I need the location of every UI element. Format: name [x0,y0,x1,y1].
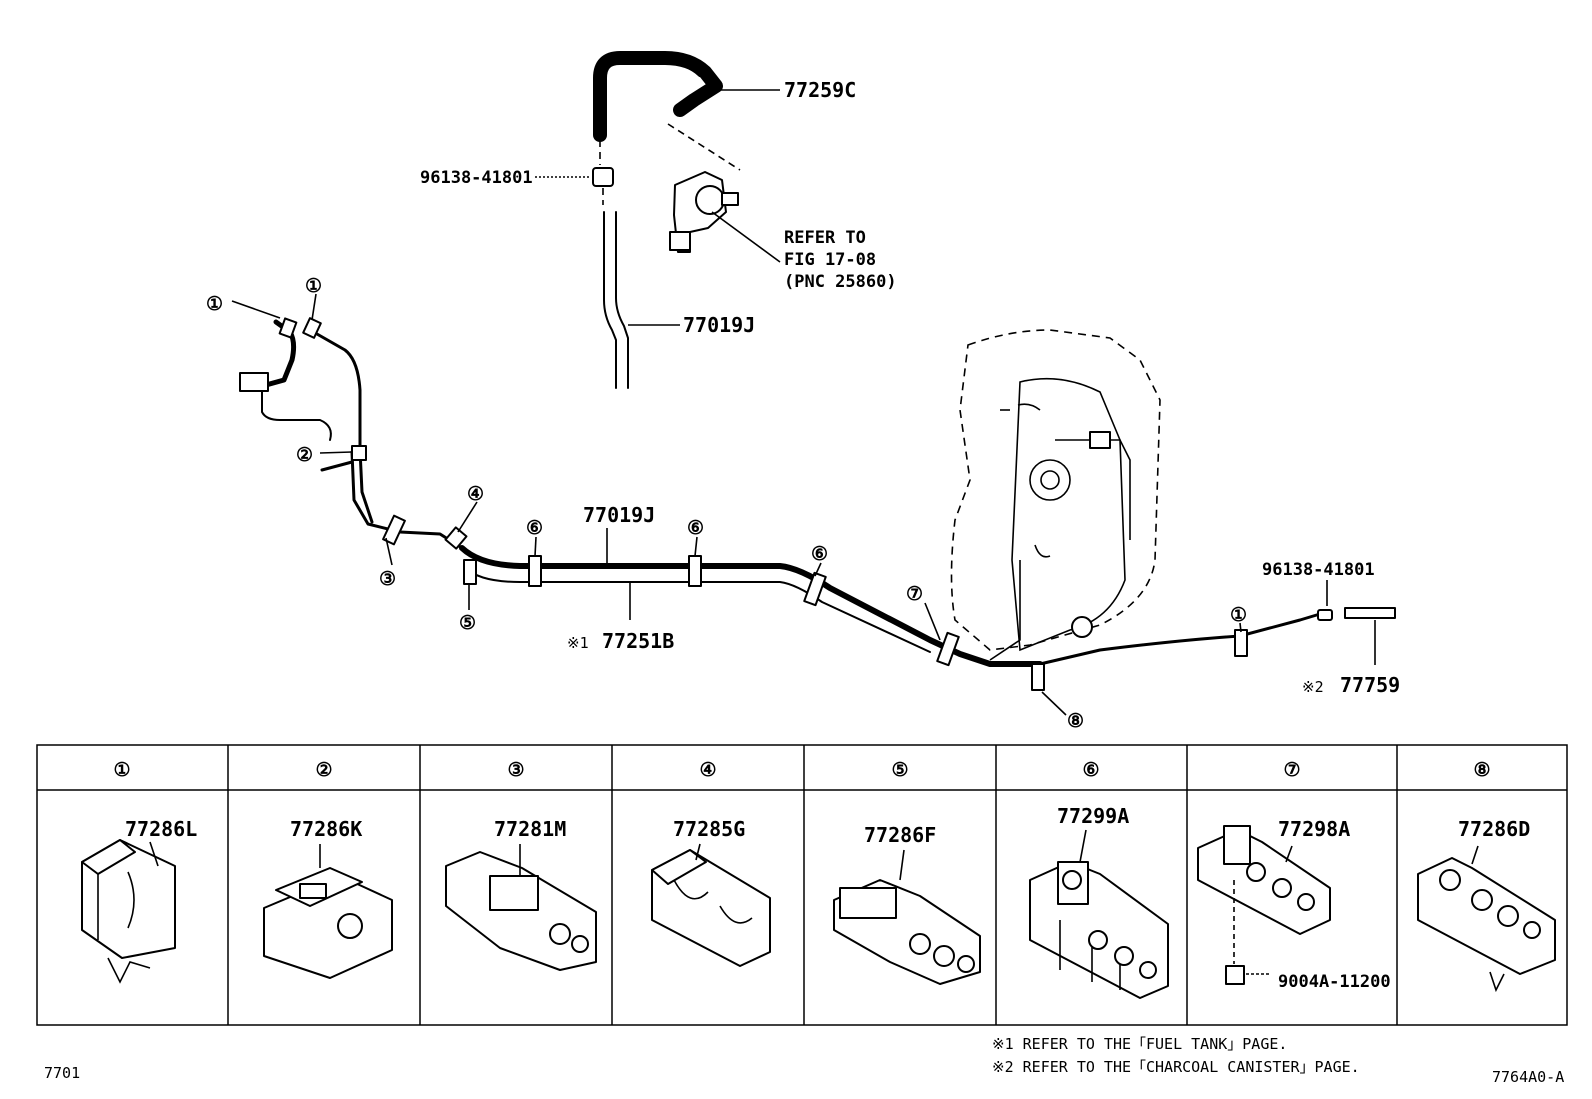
hose-77259c: 77259C [593,51,856,171]
label-77251b: 77251B [602,629,674,653]
table-header: ③ [507,759,524,781]
clamp-part-number: 77285G [673,817,745,841]
label-9004a: 9004A-11200 [1278,972,1391,992]
notes: ※1 REFER TO THE「FUEL TANK」PAGE. ※2 REFER… [992,1035,1360,1076]
callout-marker: ⑦ [906,583,923,605]
label-77759: 77759 [1340,673,1400,697]
label-refer-1: REFER TO [784,228,866,248]
clamp-sketch-1 [81,839,176,984]
callout-marker: ⑤ [459,612,476,634]
clamp-table: ① ② ③ ④ ⑤ ⑥ ⑦ ⑧ 77286L 77286K 77281M 772… [36,744,1568,1026]
callout-marker: ① [206,293,223,315]
fuel-tank [950,329,1161,661]
label-refer-3: (PNC 25860) [784,272,897,292]
clamp-sketch-5 [833,849,981,985]
main-tubes: 77019J ※1 77251B [459,503,1322,691]
label-77019j-main: 77019J [583,503,655,527]
callout-marker: ③ [379,568,396,590]
callout-marker: ⑥ [526,517,543,539]
callout-marker: ① [305,275,322,297]
clamp-part-number: 77281M [494,817,566,841]
callout-marker: ⑥ [811,543,828,565]
clamp-part-number: 77299A [1057,804,1129,828]
tube-77019j-vertical: 77019J [603,211,755,389]
clamp-part-number: 77286F [864,823,936,847]
label-refer-2: FIG 17-08 [784,250,876,270]
note-fuel-tank: ※1 REFER TO THE「FUEL TANK」PAGE. [992,1035,1287,1053]
table-header: ① [113,759,130,781]
table-header: ② [315,759,332,781]
clamp-part-number: 77298A [1278,817,1350,841]
table-header: ⑦ [1283,759,1300,781]
table-header: ⑧ [1473,759,1490,781]
clamp-sketch-6 [1029,829,1169,999]
footer-right-code: 7764A0-A [1492,1068,1564,1086]
note-charcoal-canister: ※2 REFER TO THE「CHARCOAL CANISTER」PAGE. [992,1058,1360,1076]
label-96138-right: 96138-41801 [1262,560,1375,580]
clamp-96138-top: 96138-41801 [420,167,614,205]
clamp-part-number: 77286K [290,817,362,841]
clamp-sketch-4 [651,843,771,967]
label-77259c: 77259C [784,78,856,102]
mark-2-canister: ※2 [1302,678,1324,696]
clamp-part-number: 77286D [1458,817,1530,841]
table-header: ⑥ [1082,759,1099,781]
mark-1-return: ※1 [567,634,589,652]
callout-leaders [231,293,1242,716]
table-header: ④ [699,759,716,781]
vsv-valve: REFER TO FIG 17-08 (PNC 25860) [669,171,897,292]
callout-marker: ② [296,444,313,466]
clamp-part-number: 77286L [125,817,197,841]
callout-marker: ⑥ [687,517,704,539]
clamp-sketch-8 [1417,845,1556,993]
label-77019j-vertical: 77019J [683,313,755,337]
table-header: ⑤ [891,759,908,781]
clamp-sketch-3 [445,844,597,971]
clamp-sketch-7 [1197,825,1331,985]
left-pipes [239,317,468,550]
clamp-sketch-2 [263,844,393,979]
callout-marker: ⑧ [1067,710,1084,732]
footer-left-code: 7701 [44,1064,80,1082]
callout-marker: ④ [467,483,484,505]
callout-markers: ① ① ① ② ③ ④ ⑤ ⑥ ⑥ ⑥ ⑦ ⑧ [206,275,1247,732]
callout-marker: ① [1230,604,1247,626]
label-96138-top: 96138-41801 [420,168,533,188]
right-end: 96138-41801 ※2 77759 [1262,560,1400,697]
